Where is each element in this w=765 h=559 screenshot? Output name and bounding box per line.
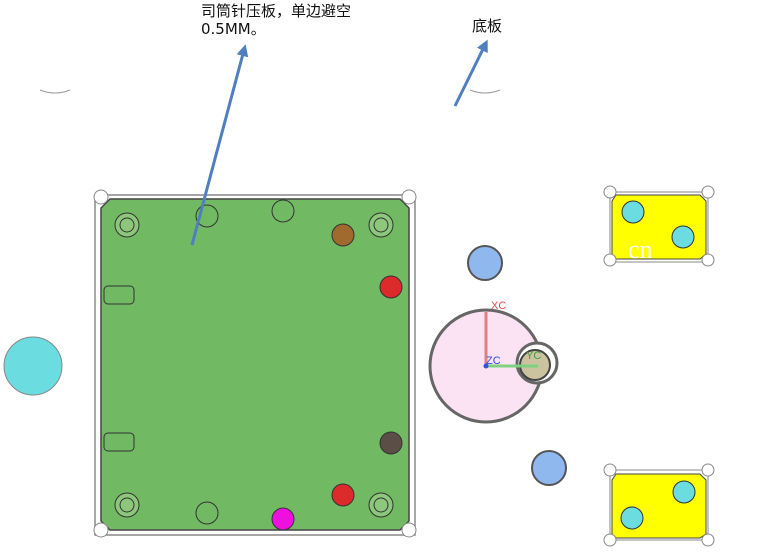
ejector-retainer-plate [93, 189, 417, 538]
pin-dark [379, 431, 403, 455]
yellow-block-bottom [603, 463, 715, 547]
pin-red [379, 275, 403, 299]
yc-label: YC [526, 350, 541, 362]
base-note: 底板 [472, 17, 503, 35]
pin-red [331, 483, 355, 507]
zc-label: ZC [486, 355, 501, 367]
xc-label: XC [491, 300, 506, 312]
bolt-blue [467, 245, 503, 281]
arrow-plate-note [190, 44, 249, 246]
yellow-block-top [603, 185, 715, 267]
origin [483, 363, 489, 369]
watermark: cn [628, 235, 653, 264]
bolt-blue [531, 450, 567, 486]
cyan-part [3, 336, 63, 396]
plate-note-line2: 0.5MM。 [201, 20, 266, 38]
arrow-base-note [453, 39, 488, 107]
arc-edge [39, 89, 71, 94]
pin-magenta [271, 507, 295, 531]
plate-note-line1: 司筒针压板，单边避空 [201, 2, 352, 20]
arc-edge [469, 89, 501, 94]
pin-brown [331, 223, 355, 247]
